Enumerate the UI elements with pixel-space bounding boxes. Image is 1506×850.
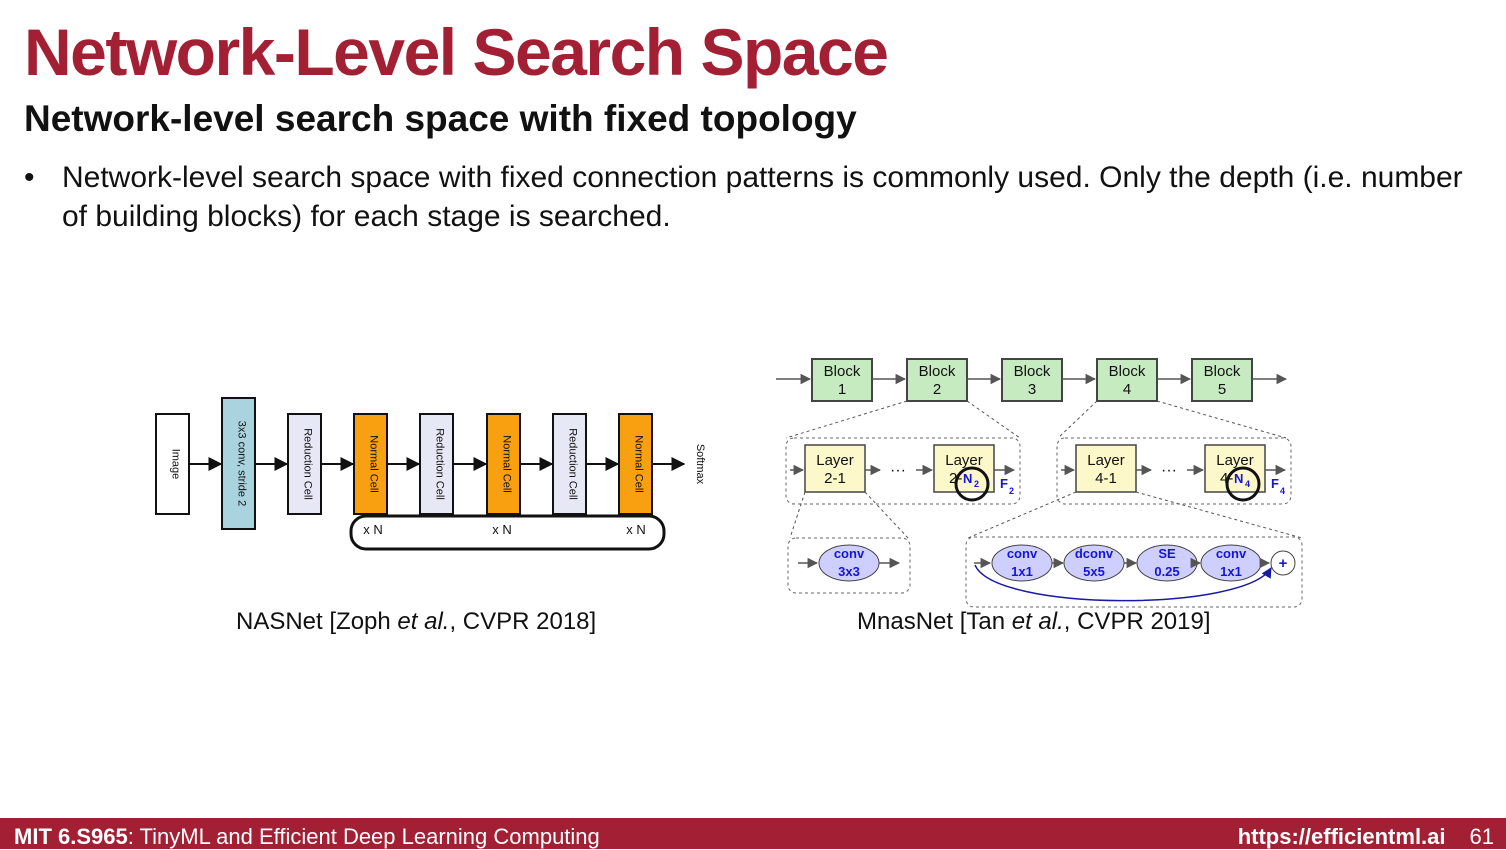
nasnet-repeat-label: x N bbox=[363, 522, 383, 537]
bullet-marker: • bbox=[24, 161, 35, 194]
mnas-dots: ··· bbox=[1161, 462, 1177, 479]
mnas-op-top: conv bbox=[834, 546, 865, 561]
mnas-layer-word: Layer bbox=[1087, 452, 1125, 469]
course-name: : TinyML and Efficient Deep Learning Com… bbox=[127, 824, 600, 849]
mnas-skip-connection bbox=[974, 564, 1272, 602]
nasnet-cell bbox=[618, 413, 653, 515]
mnas-op-bottom: 1x1 bbox=[1220, 564, 1242, 579]
nasnet-repeat-label: x N bbox=[492, 522, 512, 537]
mnas-filter-f: F bbox=[1000, 476, 1008, 491]
nasnet-cell bbox=[419, 413, 454, 515]
mnas-layer-num: 4-1 bbox=[1095, 470, 1117, 487]
mnas-block-word: Block bbox=[919, 363, 956, 380]
mnas-block-num: 4 bbox=[1123, 381, 1131, 398]
mnas-op-bottom: 5x5 bbox=[1083, 564, 1105, 579]
mnas-zoom-line bbox=[785, 400, 908, 439]
mnas-op-top: conv bbox=[1007, 546, 1038, 561]
mnas-block bbox=[1191, 358, 1253, 402]
mnas-block-word: Block bbox=[824, 363, 861, 380]
mnas-block bbox=[1001, 358, 1063, 402]
mnas-block-word: Block bbox=[1109, 363, 1146, 380]
nasnet-cell bbox=[552, 413, 587, 515]
nasnet-cell-label: Reduction Cell bbox=[302, 428, 314, 500]
mnas-zoom-line bbox=[1156, 400, 1287, 439]
mnas-zoom-line bbox=[966, 400, 1021, 439]
mnas-op-bottom: 3x3 bbox=[838, 564, 860, 579]
mnas-op-bottom: 1x1 bbox=[1011, 564, 1033, 579]
mnas-layer-word: Layer bbox=[945, 452, 983, 469]
mnas-depth-sub: 4 bbox=[1245, 479, 1250, 489]
page-number: 61 bbox=[1469, 824, 1494, 849]
mnas-block bbox=[906, 358, 968, 402]
mnas-filter-f: F bbox=[1271, 476, 1279, 491]
nasnet-cell-label: Reduction Cell bbox=[567, 428, 579, 500]
mnas-op-box-right bbox=[965, 536, 1303, 608]
bullet-text: Network-level search space with fixed co… bbox=[62, 161, 1463, 233]
mnas-block bbox=[1096, 358, 1158, 402]
footer-right: https://efficientml.ai 61 bbox=[1238, 824, 1494, 850]
nasnet-output-label: Softmax bbox=[694, 444, 706, 485]
mnas-filter-sub: 2 bbox=[1009, 486, 1014, 496]
nasnet-repeat-label: x N bbox=[626, 522, 646, 537]
mnas-block-num: 2 bbox=[933, 381, 941, 398]
mnas-stage-box-stage4 bbox=[1056, 437, 1292, 505]
nasnet-cell bbox=[486, 413, 521, 515]
mnasnet-caption: MnasNet [Tan et al., CVPR 2019] bbox=[857, 608, 1211, 635]
footer-bar: MIT 6.S965: TinyML and Efficient Deep Le… bbox=[0, 818, 1506, 849]
mnas-depth-n: N bbox=[1234, 471, 1243, 486]
mnas-filter-sub: 4 bbox=[1280, 486, 1285, 496]
mnas-block bbox=[811, 358, 873, 402]
mnas-depth-n: N bbox=[963, 471, 972, 486]
nasnet-diagram: Image 3x3 conv, stride 2 Reduction Cell Nor… bbox=[155, 397, 706, 551]
mnas-layer-num: 2-1 bbox=[824, 470, 846, 487]
nasnet-cell-label: Normal Cell bbox=[368, 435, 380, 492]
mnas-op-top: SE bbox=[1158, 546, 1176, 561]
mnas-stage-box-stage2 bbox=[785, 437, 1021, 505]
mnas-layer-first bbox=[1075, 444, 1137, 493]
mnas-block-num: 3 bbox=[1028, 381, 1036, 398]
nasnet-cell-label: Normal Cell bbox=[633, 435, 645, 492]
mnas-depth-sub: 2 bbox=[974, 479, 979, 489]
mnas-layer-first bbox=[804, 444, 866, 493]
mnas-dots: ··· bbox=[890, 462, 906, 479]
mnas-block-num: 1 bbox=[838, 381, 846, 398]
mnas-add-label: + bbox=[1279, 555, 1288, 572]
mnas-block-word: Block bbox=[1204, 363, 1241, 380]
slide-title: Network-Level Search Space bbox=[24, 15, 889, 89]
bullet-point: • Network-level search space with fixed … bbox=[24, 158, 1464, 236]
footer-url[interactable]: https://efficientml.ai bbox=[1237, 824, 1446, 849]
mnas-depth-highlight-circle bbox=[954, 466, 990, 502]
footer-course: MIT 6.S965: TinyML and Efficient Deep Le… bbox=[14, 824, 600, 850]
nasnet-stem-label: 3x3 conv, stride 2 bbox=[236, 421, 248, 506]
mnas-zoom-line bbox=[967, 491, 1077, 539]
nasnet-input-box bbox=[155, 413, 190, 515]
mnas-block-num: 5 bbox=[1218, 381, 1226, 398]
mnas-op-top: dconv bbox=[1075, 546, 1114, 561]
mnasnet-diagram: Block1Block2Block3Block4Block5Layer2-1··… bbox=[776, 358, 1303, 608]
mnas-op-box-left bbox=[787, 537, 911, 594]
mnas-zoom-line bbox=[1057, 400, 1098, 439]
course-code: MIT 6.S965 bbox=[14, 824, 128, 849]
slide-subtitle: Network-level search space with fixed to… bbox=[24, 98, 857, 139]
nasnet-caption: NASNet [Zoph et al., CVPR 2018] bbox=[236, 608, 597, 635]
mnas-zoom-line bbox=[1135, 491, 1303, 539]
mnas-depth-highlight-circle bbox=[1225, 466, 1261, 502]
mnas-block-word: Block bbox=[1014, 363, 1051, 380]
mnas-layer-word: Layer bbox=[816, 452, 854, 469]
nasnet-repeat-bracket bbox=[349, 514, 666, 551]
mnas-layer-word: Layer bbox=[1216, 452, 1254, 469]
nasnet-input-label: Image bbox=[170, 449, 182, 480]
mnas-add-circle bbox=[1270, 550, 1296, 576]
nasnet-cell-label: Normal Cell bbox=[501, 435, 513, 492]
mnas-op-top: conv bbox=[1216, 546, 1247, 561]
mnas-zoom-line bbox=[864, 491, 909, 539]
nasnet-cell-label: Reduction Cell bbox=[434, 428, 446, 500]
mnas-op-bottom: 0.25 bbox=[1154, 564, 1179, 579]
mnas-zoom-line bbox=[789, 491, 806, 539]
